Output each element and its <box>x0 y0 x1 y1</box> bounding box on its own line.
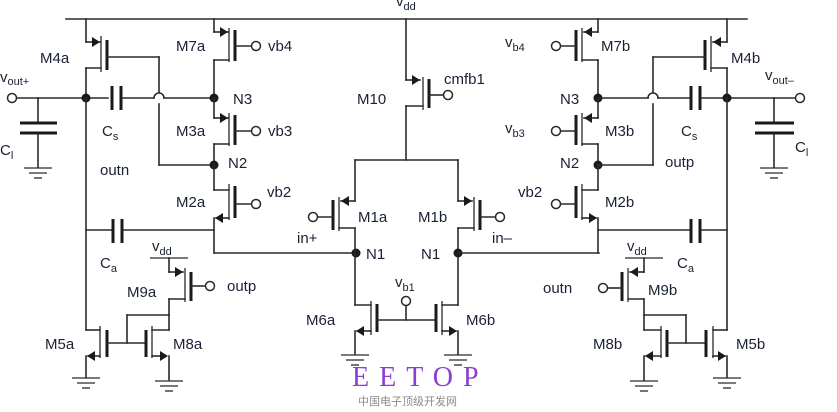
in-plus-label: in+ <box>297 230 318 247</box>
transistor-m5b: M5b <box>666 326 765 389</box>
vb3-left-terminal[interactable] <box>250 125 262 137</box>
vb4-right-label: vb4 <box>505 34 525 54</box>
cl-left-label: Cl <box>0 142 13 162</box>
outp-label: outp <box>665 154 694 171</box>
node-n2-right: N2 <box>560 155 579 172</box>
m9a-gate-outp-terminal[interactable] <box>204 280 216 292</box>
label-m8b: M8b <box>593 336 622 353</box>
transistor-m4a: M4a <box>40 18 165 166</box>
label-m3b: M3b <box>605 123 634 140</box>
vb2-right-terminal[interactable] <box>550 198 562 210</box>
m9a-gate-label: outp <box>227 278 256 295</box>
cs-right-label: Cs <box>681 123 698 143</box>
node-n2-left: N2 <box>228 155 247 172</box>
transistor-m1a: in+ M1a <box>297 159 388 306</box>
vb3-left-label: vb3 <box>268 123 292 140</box>
transistor-m8a: M8a <box>126 314 203 392</box>
ca-left-label: Ca <box>100 255 118 275</box>
transistor-m10: cmfb1 M10 <box>357 18 485 161</box>
vdd-label: vdd <box>396 0 416 13</box>
transistor-m7a: vb4 M7a <box>176 18 292 99</box>
vb4-left-label: vb4 <box>268 38 292 55</box>
transistor-m2a: vb2 M2a <box>176 164 291 254</box>
label-m9b: M9b <box>648 282 677 299</box>
label-m4a: M4a <box>40 50 70 67</box>
label-m8a: M8a <box>173 336 203 353</box>
vout-minus-label: vout– <box>765 67 795 87</box>
capacitor-ca-left: Ca <box>85 219 215 275</box>
label-m7b: M7b <box>601 38 630 55</box>
label-m6a: M6a <box>306 312 336 329</box>
vout-minus-terminal[interactable] <box>794 92 806 104</box>
label-m3a: M3a <box>176 123 206 140</box>
vb2-right-label: vb2 <box>518 184 542 201</box>
local-vdd-right: vdd <box>627 238 647 258</box>
label-m2b: M2b <box>605 194 634 211</box>
transistor-m6a: M6a <box>306 301 379 366</box>
node-n1-right: N1 <box>421 246 440 263</box>
cs-left-label: Cs <box>102 123 119 143</box>
cmfb1-label: cmfb1 <box>444 71 485 88</box>
transistor-m5a: M5a <box>45 326 147 389</box>
cmfb1-terminal[interactable] <box>442 89 454 101</box>
vb1-terminal[interactable] <box>400 295 412 307</box>
watermark-brand: EETOP <box>352 362 489 393</box>
vout-plus-terminal[interactable] <box>6 92 18 104</box>
label-m1a: M1a <box>358 209 388 226</box>
in-minus-terminal[interactable] <box>494 211 506 223</box>
transistor-m7b: vb4 M7b <box>505 18 630 99</box>
capacitor-cs-right: Cs <box>597 86 702 143</box>
vb4-left-terminal[interactable] <box>250 40 262 52</box>
transistor-m1b: in– M1b <box>418 159 513 306</box>
label-m5b: M5b <box>736 336 765 353</box>
outn-label: outn <box>100 162 129 179</box>
label-m4b: M4b <box>731 50 760 67</box>
transistor-m9a: vdd outp M9a <box>127 238 256 316</box>
vdd-rail: vdd <box>65 0 748 20</box>
node-n1-left: N1 <box>366 246 385 263</box>
capacitor-ca-right: Ca <box>597 219 728 275</box>
vb4-right-terminal[interactable] <box>550 40 562 52</box>
label-m2a: M2a <box>176 194 206 211</box>
m9b-gate-label: outn <box>543 280 572 297</box>
label-m1b: M1b <box>418 209 447 226</box>
node-n3-left: N3 <box>233 91 252 108</box>
capacitor-cs-left: Cs <box>102 86 215 143</box>
transistor-m6b: M6b <box>434 301 495 366</box>
vout-minus-node: vout– Cl <box>700 67 808 179</box>
label-m6b: M6b <box>466 312 495 329</box>
watermark-tagline: 中国电子顶级开发网 <box>358 394 457 408</box>
ca-right-label: Ca <box>677 255 695 275</box>
watermark: EETOP 中国电子顶级开发网 <box>352 362 489 408</box>
transistor-m3a: vb3 M3a <box>176 97 292 166</box>
in-minus-label: in– <box>492 230 513 247</box>
vb3-right-terminal[interactable] <box>550 125 562 137</box>
local-vdd-left: vdd <box>152 238 172 258</box>
in-plus-terminal[interactable] <box>307 211 319 223</box>
label-m7a: M7a <box>176 38 206 55</box>
cl-right-label: Cl <box>795 139 808 159</box>
vb3-right-label: vb3 <box>505 120 525 140</box>
transistor-m4b: M4b <box>647 18 760 166</box>
transistor-m9b: vdd outn M9b <box>543 238 677 316</box>
vb2-left-terminal[interactable] <box>250 198 262 210</box>
label-m5a: M5a <box>45 336 75 353</box>
m9b-gate-outn-terminal[interactable] <box>597 282 609 294</box>
vout-plus-label: vout+ <box>0 69 29 88</box>
vout-plus-node: vout+ Cl <box>0 69 109 179</box>
transistor-m2b: vb2 M2b <box>518 164 634 254</box>
vb2-left-label: vb2 <box>267 184 291 201</box>
label-m9a: M9a <box>127 284 157 301</box>
transistor-m8b: M8b <box>593 314 687 392</box>
transistor-m3b: vb3 M3b <box>505 97 634 166</box>
node-n3-right: N3 <box>560 91 579 108</box>
vb1-label: vb1 <box>395 274 415 294</box>
label-m10: M10 <box>357 91 386 108</box>
